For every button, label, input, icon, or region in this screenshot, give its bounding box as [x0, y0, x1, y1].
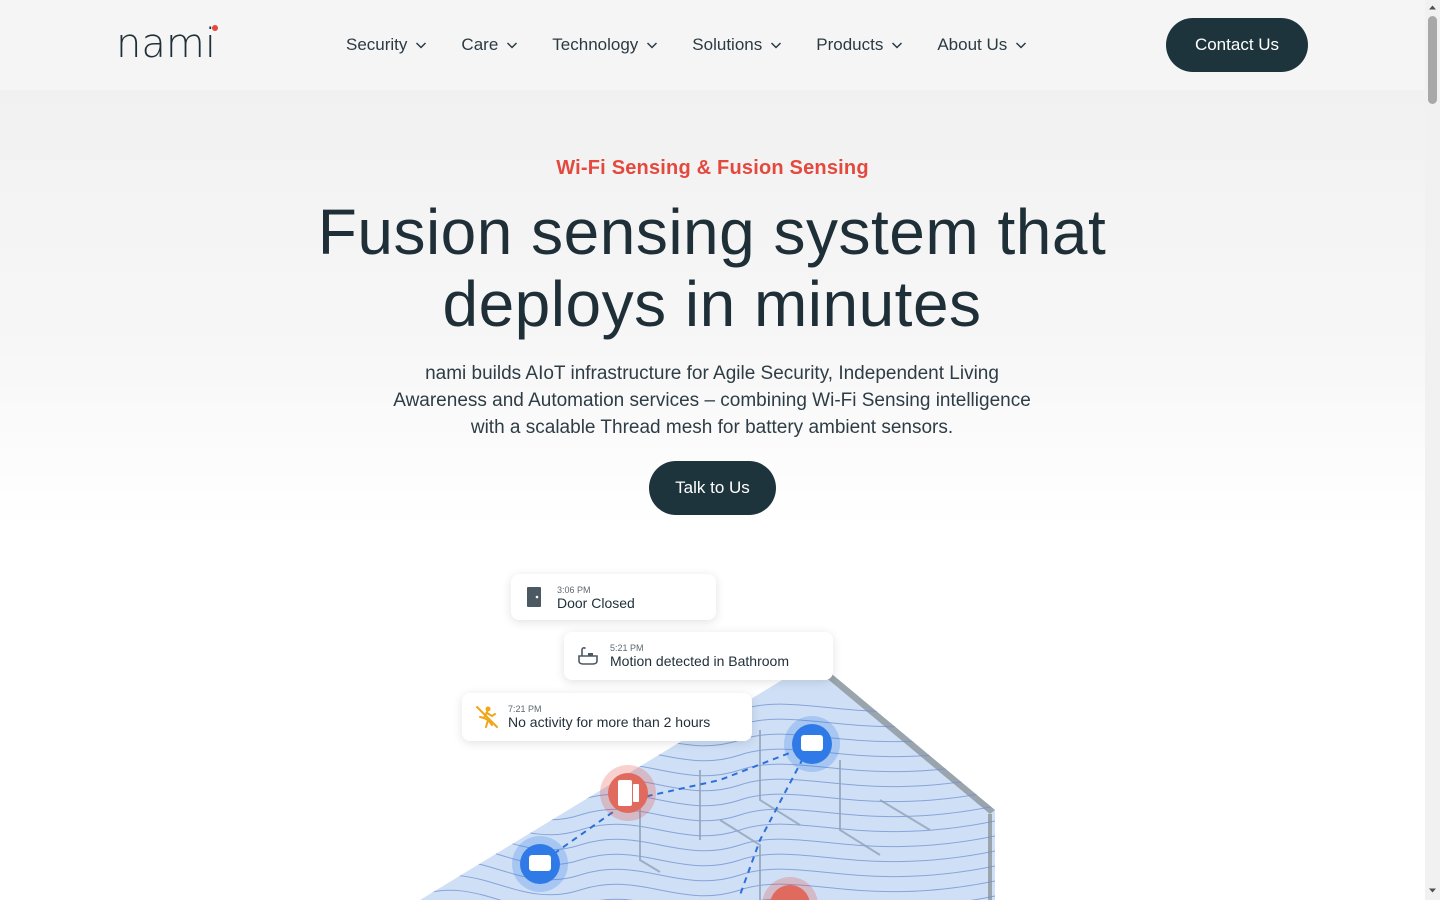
mesh-link [544, 743, 813, 896]
notification-card: 3:06 PM Door Closed [511, 574, 716, 620]
nav-item-products[interactable]: Products [816, 30, 903, 60]
nav-item-security[interactable]: Security [346, 30, 427, 60]
chevron-down-icon [892, 42, 903, 49]
hero-headline-line2: deploys in minutes [442, 268, 982, 340]
nav-item-label: Security [346, 35, 408, 54]
notification-card: 7:21 PM No activity for more than 2 hour… [462, 693, 752, 741]
talk-to-us-button[interactable]: Talk to Us [649, 461, 776, 515]
motion-sensor-node [762, 877, 818, 900]
door-icon [527, 587, 541, 607]
chevron-down-icon [416, 42, 427, 49]
notification-time: 3:06 PM [557, 585, 591, 595]
floorplan-illustration [420, 660, 995, 900]
wifi-sensor-node [784, 716, 840, 772]
nav-item-care[interactable]: Care [461, 30, 518, 60]
wifi-sensor-node [512, 836, 568, 892]
chevron-down-icon [1016, 42, 1027, 49]
bathtub-icon [578, 646, 598, 665]
nav-item-about-us[interactable]: About Us [937, 30, 1027, 60]
nav-item-label: About Us [937, 35, 1008, 54]
door-sensor-node [600, 765, 656, 821]
notification-text: Motion detected in Bathroom [610, 653, 789, 669]
chevron-down-icon [507, 42, 518, 49]
scroll-down-arrow-icon[interactable] [1428, 886, 1437, 895]
floor-plane [420, 660, 995, 900]
notification-time: 5:21 PM [610, 643, 644, 653]
nami-logo[interactable]: nami [116, 22, 226, 66]
wall-edge [812, 660, 995, 814]
nav-item-technology[interactable]: Technology [552, 30, 658, 60]
notification-card: 5:21 PM Motion detected in Bathroom [564, 632, 833, 680]
hero-headline: Fusion sensing system that deploys in mi… [212, 196, 1212, 340]
nav-item-label: Products [816, 35, 884, 54]
chevron-down-icon [771, 42, 782, 49]
nav-item-solutions[interactable]: Solutions [692, 30, 782, 60]
page-scrollbar[interactable] [1425, 0, 1440, 900]
main-nav: Security Care Technology Solutions Produ… [346, 30, 1027, 60]
contact-us-button[interactable]: Contact Us [1166, 18, 1308, 72]
hero-subtext: nami builds AIoT infrastructure for Agil… [393, 363, 1031, 438]
logo-wordmark: nami [116, 21, 216, 67]
nav-item-label: Solutions [692, 35, 763, 54]
notification-text: No activity for more than 2 hours [508, 714, 711, 730]
chevron-down-icon [647, 42, 658, 49]
nav-item-label: Care [461, 35, 499, 54]
notification-time: 7:21 PM [508, 704, 542, 714]
logo-dot [212, 25, 218, 31]
scrollbar-thumb[interactable] [1428, 16, 1437, 104]
scroll-up-arrow-icon[interactable] [1428, 3, 1437, 12]
nav-item-label: Technology [552, 35, 639, 54]
notification-text: Door Closed [557, 595, 635, 611]
hero-eyebrow: Wi-Fi Sensing & Fusion Sensing [556, 157, 869, 179]
site-header: nami Security Care Technology Solutions … [0, 0, 1425, 90]
no-motion-icon [476, 706, 498, 728]
hero-headline-line1: Fusion sensing system that [317, 196, 1107, 268]
